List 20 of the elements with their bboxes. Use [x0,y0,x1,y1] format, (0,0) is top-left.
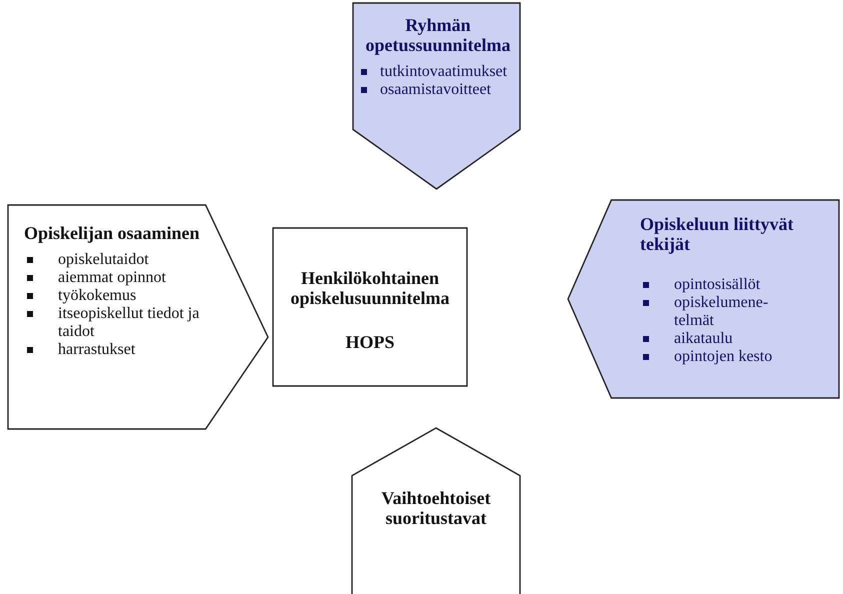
heading: Vaihtoehtoiset suoritustavat [380,488,492,528]
list-item: aikataulu [640,330,805,348]
list-item: osaamistavoitteet [358,81,518,99]
up-arrow-shape [352,428,520,594]
heading: Opiskeluun liittyvät tekijät [640,214,795,254]
list-item: aiemmat opinnot [24,269,204,287]
list-item: opintosisällöt [640,276,805,294]
list-item: opintojen kesto [640,348,805,366]
heading: Opiskelijan osaaminen [24,223,201,243]
down-arrow-shape [353,3,520,189]
list-item: opiskelutaidot [24,251,204,269]
list-item: työkokemus [24,287,204,305]
list-item: harrastukset [24,341,204,359]
list-item: tutkintovaatimukset [358,63,518,81]
left-arrow-shape [568,200,839,398]
process-box [273,228,467,386]
heading: HOPS [344,332,396,352]
heading: Ryhmän opetussuunnitelma [364,15,512,55]
right-arrow-shape [8,205,268,429]
heading: Henkilökohtainen opiskelusuunnitelma [289,268,451,308]
